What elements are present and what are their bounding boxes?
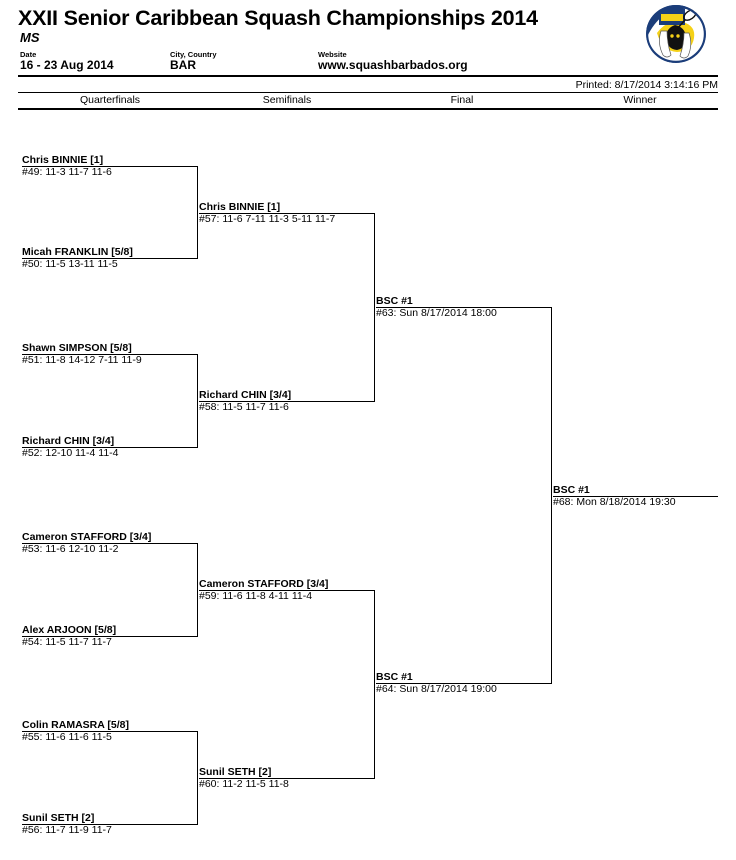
player-name: Shawn SIMPSON [5/8]: [22, 342, 132, 354]
match-score: #53: 11-6 12-10 11-2: [22, 543, 119, 555]
match-score: #54: 11-5 11-7 11-7: [22, 636, 112, 648]
connector-f-w-hline-bottom-1: [376, 683, 552, 685]
document-header: XXII Senior Caribbean Squash Championshi…: [0, 0, 736, 112]
connector-qf-sf-hline-bottom-1: [22, 258, 198, 260]
player-name: Chris BINNIE [1]: [199, 201, 281, 213]
player-name: Colin RAMASRA [5/8]: [22, 719, 129, 731]
match-score: #56: 11-7 11-9 11-7: [22, 824, 112, 836]
website-value: www.squashbarbados.org: [318, 58, 468, 72]
player-name: Richard CHIN [3/4]: [22, 435, 115, 447]
connector-qf-sf-hline-top-1: [22, 166, 198, 168]
connector-qf-sf-hline-top-3: [22, 543, 198, 545]
match-score: #64: Sun 8/17/2014 19:00: [376, 683, 497, 695]
round-header-final: Final: [450, 94, 474, 106]
connector-sf-f-hline-bottom-2: [199, 778, 375, 780]
meta-city: City, Country BAR: [170, 50, 217, 72]
caribbean-squash-federation-logo: [646, 5, 706, 63]
connector-f-w-vline-1: [551, 307, 553, 683]
player-name: BSC #1: [376, 671, 413, 683]
date-label: Date: [20, 50, 37, 59]
connector-qf-sf-vline-1: [197, 166, 199, 258]
connector-qf-sf-vline-2: [197, 354, 199, 447]
player-name: Cameron STAFFORD [3/4]: [199, 578, 329, 590]
connector-sf-f-vline-1: [374, 213, 376, 401]
meta-website: Website www.squashbarbados.org: [318, 50, 468, 72]
player-name: Richard CHIN [3/4]: [199, 389, 292, 401]
match-score: #59: 11-6 11-8 4-11 11-4: [199, 590, 313, 602]
match-score: #51: 11-8 14-12 7-11 11-9: [22, 354, 142, 366]
player-name: Alex ARJOON [5/8]: [22, 624, 117, 636]
website-label: Website: [318, 50, 347, 59]
player-name: Sunil SETH [2]: [199, 766, 272, 778]
connector-qf-sf-hline-bottom-4: [22, 824, 198, 826]
connector-qf-sf-vline-3: [197, 543, 199, 636]
player-name: Sunil SETH [2]: [22, 812, 95, 824]
date-value: 16 - 23 Aug 2014: [20, 58, 114, 72]
round-header-quarterfinals: Quarterfinals: [79, 94, 141, 106]
connector-qf-sf-vline-4: [197, 731, 199, 824]
header-rule-middle: [18, 92, 718, 93]
printed-timestamp: Printed: 8/17/2014 3:14:16 PM: [575, 79, 718, 91]
connector-qf-sf-hline-top-4: [22, 731, 198, 733]
match-score: #63: Sun 8/17/2014 18:00: [376, 307, 497, 319]
match-score: #57: 11-6 7-11 11-3 5-11 11-7: [199, 213, 336, 225]
connector-sf-f-hline-bottom-1: [199, 401, 375, 403]
round-header-semifinals: Semifinals: [262, 94, 312, 106]
page-title: XXII Senior Caribbean Squash Championshi…: [18, 6, 538, 30]
match-score: #49: 11-3 11-7 11-6: [22, 166, 112, 178]
player-name: BSC #1: [553, 484, 590, 496]
player-name: BSC #1: [376, 295, 413, 307]
round-header-winner: Winner: [623, 94, 657, 106]
match-score: #52: 12-10 11-4 11-4: [22, 447, 119, 459]
connector-f-w-hline-top-1: [376, 307, 552, 309]
city-label: City, Country: [170, 50, 217, 59]
connector-qf-sf-hline-bottom-2: [22, 447, 198, 449]
player-name: Chris BINNIE [1]: [22, 154, 104, 166]
header-rule-bottom: [18, 108, 718, 110]
connector-sf-f-hline-top-1: [199, 213, 375, 215]
city-value: BAR: [170, 58, 196, 72]
match-score: #58: 11-5 11-7 11-6: [199, 401, 289, 413]
event-subtitle: MS: [20, 30, 40, 45]
connector-qf-sf-hline-top-2: [22, 354, 198, 356]
header-rule-top: [18, 75, 718, 77]
connector-qf-sf-hline-bottom-3: [22, 636, 198, 638]
connector-winner-line: [553, 496, 718, 498]
match-score: #55: 11-6 11-6 11-5: [22, 731, 112, 743]
match-score: #50: 11-5 13-11 11-5: [22, 258, 118, 270]
player-name: Micah FRANKLIN [5/8]: [22, 246, 133, 258]
match-score: #68: Mon 8/18/2014 19:30: [553, 496, 676, 508]
connector-sf-f-vline-2: [374, 590, 376, 778]
meta-date: Date 16 - 23 Aug 2014: [20, 50, 114, 72]
connector-sf-f-hline-top-2: [199, 590, 375, 592]
player-name: Cameron STAFFORD [3/4]: [22, 531, 152, 543]
match-score: #60: 11-2 11-5 11-8: [199, 778, 289, 790]
